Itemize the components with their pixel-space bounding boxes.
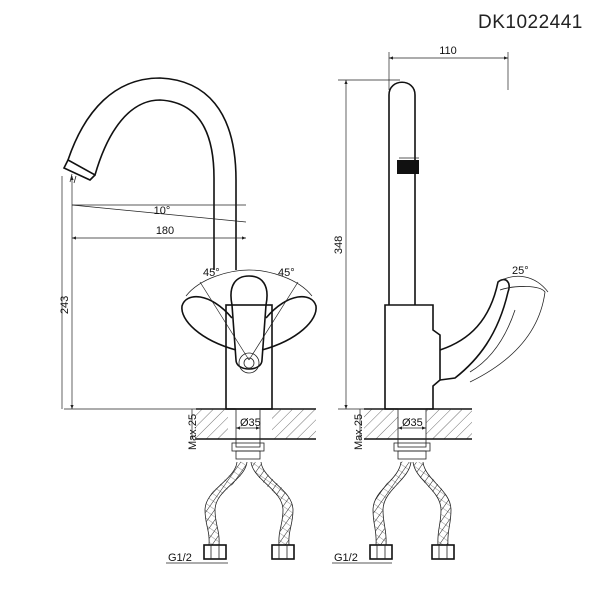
- front-view: 243 180 10° 45° 45° Max.25 Ø35 G1/2: [59, 77, 317, 564]
- front-lever-center: [230, 275, 268, 370]
- side-thread-label: G1/2: [334, 552, 358, 564]
- front-aerator: [62, 159, 96, 181]
- front-lever-angle-right: 45°: [278, 267, 295, 279]
- side-max-thickness: Max.25: [353, 414, 365, 450]
- side-hole-diameter: Ø35: [402, 417, 423, 429]
- side-view: 25° 110 348 Max.25 Ø35: [332, 45, 549, 564]
- front-reach-label: 180: [156, 225, 174, 237]
- front-height-label: 243: [59, 296, 71, 314]
- side-spout: [388, 81, 416, 305]
- side-hose-left: [373, 460, 411, 546]
- side-body: [384, 304, 441, 410]
- side-lever: [439, 278, 510, 381]
- front-hose-left: [205, 460, 247, 546]
- front-spout-angle-label: 10°: [154, 205, 171, 217]
- front-spout: [67, 77, 237, 270]
- front-hose-right: [251, 460, 293, 546]
- side-reach-label: 110: [439, 45, 457, 57]
- front-hole-diameter: Ø35: [240, 417, 261, 429]
- side-aerator: [397, 160, 419, 174]
- front-thread-label: G1/2: [168, 552, 192, 564]
- side-hose-right: [413, 460, 451, 546]
- model-code: DK1022441: [478, 12, 583, 33]
- side-lever-angle: 25°: [512, 265, 529, 277]
- front-lever-angle-left: 45°: [203, 267, 220, 279]
- front-max-thickness: Max.25: [187, 414, 199, 450]
- side-height-label: 348: [333, 236, 345, 254]
